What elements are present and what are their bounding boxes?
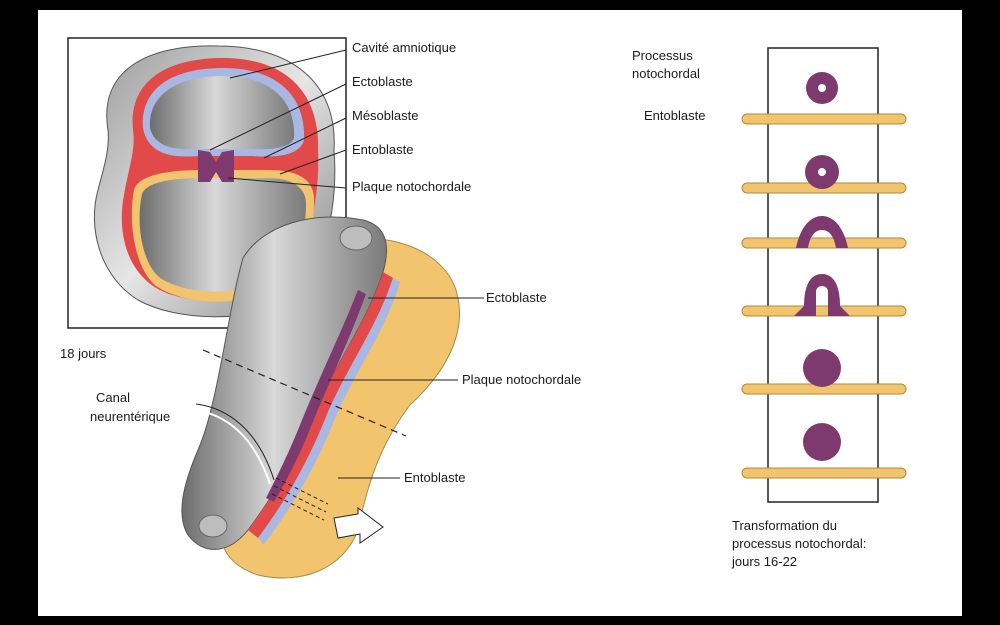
cross-section-frame xyxy=(67,37,347,329)
label-amniotic-cavity: Cavité amniotique xyxy=(352,40,456,55)
label-mesoblast: Mésoblaste xyxy=(352,108,418,123)
label-canal-line2: neurentérique xyxy=(90,409,170,424)
entoblast-layer-1 xyxy=(741,113,907,125)
neurenteric-canal-lines xyxy=(271,477,329,521)
embryo-3d-drawing xyxy=(181,216,460,579)
cross-section-leaders xyxy=(209,49,347,189)
label-entoblast-sequence: Entoblaste xyxy=(644,108,705,123)
stage-2 xyxy=(741,155,907,194)
section-plane-line xyxy=(202,349,407,437)
figure-canvas: Cavité amniotique Ectoblaste Mésoblaste … xyxy=(38,10,962,616)
label-process-line2: notochordal xyxy=(632,66,700,81)
label-notochordal-plate-embryo: Plaque notochordale xyxy=(462,372,581,387)
stage-1 xyxy=(806,72,838,104)
stage-3 xyxy=(741,216,907,249)
caption-line3: jours 16-22 xyxy=(731,554,797,569)
diagram-svg: Cavité amniotique Ectoblaste Mésoblaste … xyxy=(60,37,907,579)
label-canal-line1: Canal xyxy=(96,390,130,405)
embryo-leaders xyxy=(328,297,484,479)
stage-4 xyxy=(741,274,907,317)
label-ectoblast-section: Ectoblaste xyxy=(352,74,413,89)
stage-5 xyxy=(741,349,907,395)
label-entoblast-section: Entoblaste xyxy=(352,142,413,157)
neurenteric-canal-leader xyxy=(195,403,275,481)
caption-line1: Transformation du xyxy=(732,518,837,533)
caption-line2: processus notochordal: xyxy=(732,536,866,551)
stage-6 xyxy=(741,423,907,479)
label-process-line1: Processus xyxy=(632,48,693,63)
sequence-stages xyxy=(741,72,907,479)
label-ectoblast-embryo: Ectoblaste xyxy=(486,290,547,305)
label-age: 18 jours xyxy=(60,346,107,361)
label-entoblast-embryo: Entoblaste xyxy=(404,470,465,485)
sequence-frame xyxy=(767,47,879,503)
label-notochordal-plate-section: Plaque notochordale xyxy=(352,179,471,194)
